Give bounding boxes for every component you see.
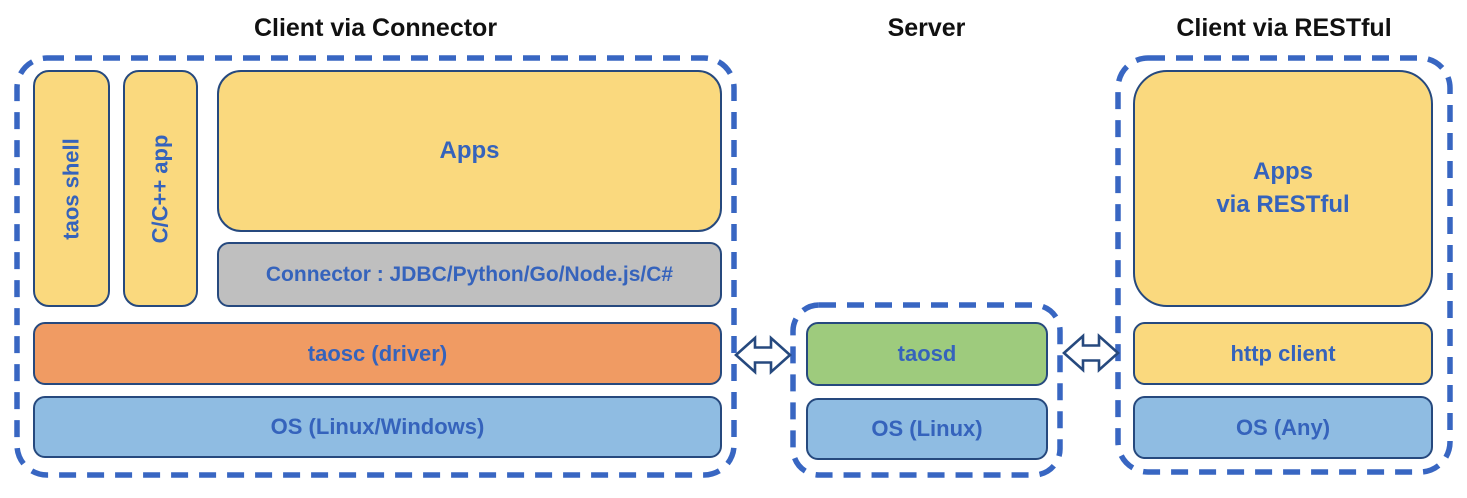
left-section-title: Client via Connector <box>253 14 498 42</box>
apps-via-restful-line1: Apps <box>1252 158 1313 186</box>
right-section-title: Client via RESTful <box>1176 14 1392 42</box>
double-arrow-icon <box>1062 333 1120 373</box>
taos-shell-box: taos shell <box>33 70 110 307</box>
connector-label: Connector : JDBC/Python/Go/Node.js/C# <box>265 262 674 286</box>
taosc-driver-box: taosc (driver) <box>33 322 722 385</box>
taosd-box: taosd <box>806 322 1048 386</box>
taos-shell-label: taos shell <box>58 137 84 240</box>
os-linux-windows-label: OS (Linux/Windows) <box>270 414 485 439</box>
apps-via-restful-label: Apps via RESTful <box>1216 156 1349 221</box>
taosc-driver-label: taosc (driver) <box>307 340 448 366</box>
os-any-label: OS (Any) <box>1235 414 1331 440</box>
connector-box: Connector : JDBC/Python/Go/Node.js/C# <box>217 242 722 307</box>
http-client-label: http client <box>1230 340 1336 366</box>
os-linux-label: OS (Linux) <box>871 416 983 441</box>
apps-via-restful-line2: via RESTful <box>1216 190 1350 218</box>
apps-box: Apps <box>217 70 722 232</box>
apps-via-restful-box: Apps via RESTful <box>1133 70 1433 307</box>
cpp-app-box: C/C++ app <box>123 70 198 307</box>
taosd-label: taosd <box>897 341 957 366</box>
apps-label: Apps <box>439 137 500 164</box>
os-any-box: OS (Any) <box>1133 396 1433 459</box>
server-section-title: Server <box>887 14 966 42</box>
double-arrow-icon <box>734 335 792 375</box>
cpp-app-label: C/C++ app <box>147 134 173 243</box>
os-linux-windows-box: OS (Linux/Windows) <box>33 396 722 458</box>
http-client-box: http client <box>1133 322 1433 385</box>
os-linux-box: OS (Linux) <box>806 398 1048 460</box>
